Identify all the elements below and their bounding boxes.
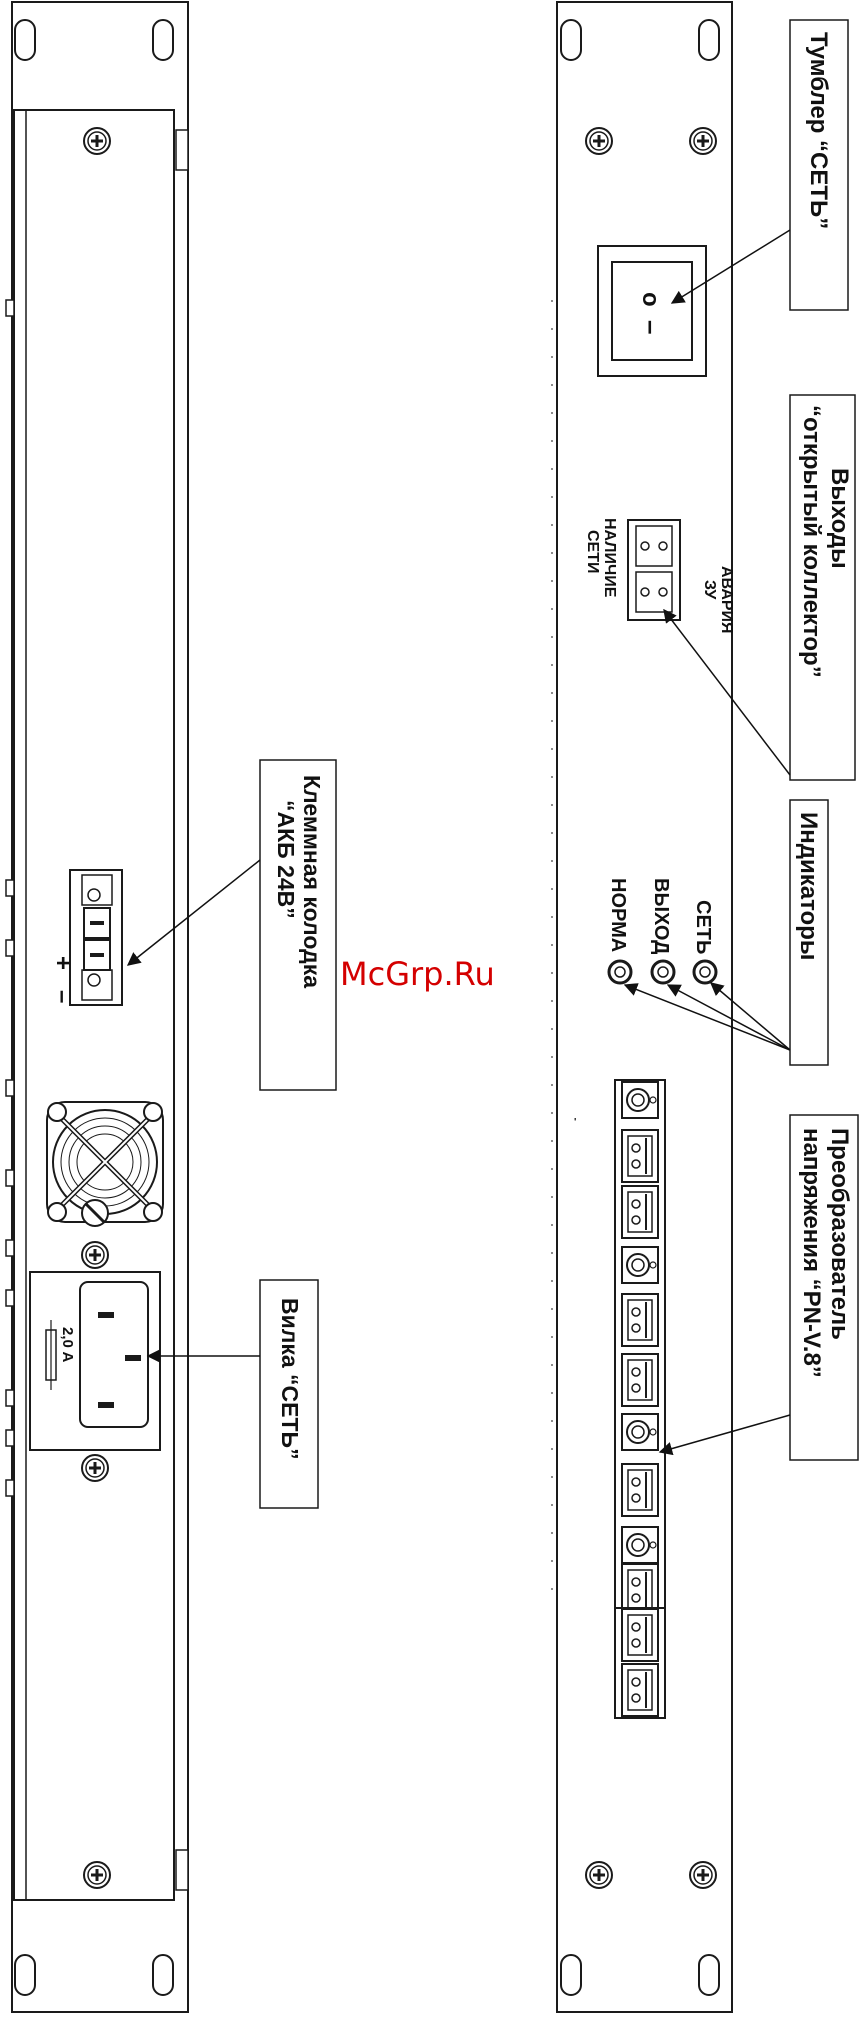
fuse-label: 2,0 A: [59, 1327, 76, 1362]
nalichie-label-line2: СЕТИ: [584, 530, 601, 574]
screw-icon: [690, 128, 716, 154]
mount-slot-icon: [153, 20, 173, 60]
avaria-label-line2: ЗУ: [701, 580, 718, 600]
nalichie-label-line1: НАЛИЧИЕ: [601, 518, 618, 598]
led-norma-icon: [609, 961, 631, 983]
converter-terminal-strip-lower: [615, 1608, 665, 1718]
screw-icon: [84, 1862, 110, 1888]
led-set-label: СЕТЬ: [692, 900, 714, 954]
power-inlet: [30, 1272, 160, 1450]
mount-slot-icon: [153, 1955, 173, 1995]
plus-label: +: [49, 956, 76, 970]
switch-on-mark: –: [637, 320, 667, 334]
rear-panel: [6, 2, 188, 2012]
converter-callout-line1: Преобразователь: [826, 1128, 853, 1340]
plug-callout: Вилка “СЕТЬ”: [277, 1298, 303, 1460]
switch-off-mark: o: [637, 292, 664, 307]
power-switch[interactable]: [598, 246, 706, 376]
led-norma-label: НОРМА: [607, 878, 629, 952]
outputs-callout-sub: “открытый коллектор”: [798, 405, 825, 678]
mount-slot-icon: [15, 1955, 35, 1995]
output-connector: [628, 520, 680, 620]
screw-icon: [84, 128, 110, 154]
led-vyhod-label: ВЫХОД: [650, 878, 672, 954]
screw-icon: [82, 1242, 108, 1268]
avaria-label-line1: АВАРИЯ: [718, 566, 735, 634]
battery-terminal-block: [70, 870, 122, 1005]
mount-slot-icon: [561, 1955, 581, 1995]
screw-icon: [586, 128, 612, 154]
toggle-callout: Тумблер “СЕТЬ”: [805, 32, 832, 229]
mount-slot-icon: [699, 20, 719, 60]
minus-label: –: [49, 990, 76, 1003]
converter-callout-line2: напряжения “PN-V.8”: [798, 1128, 825, 1378]
terminal-callout-line1: Клеммная колодка: [299, 775, 325, 988]
indicators-callout: Индикаторы: [795, 812, 822, 960]
screw-icon: [690, 1862, 716, 1888]
ground-screw-icon: [82, 1200, 108, 1226]
mount-slot-icon: [15, 20, 35, 60]
dot-mark: ': [574, 1117, 576, 1128]
screw-icon: [82, 1455, 108, 1481]
mount-slot-icon: [561, 20, 581, 60]
watermark: McGrp.Ru: [340, 955, 495, 993]
terminal-callout-line2: “АКБ 24В”: [273, 800, 299, 919]
outputs-callout-title: Выходы: [826, 468, 853, 569]
mount-slot-icon: [699, 1955, 719, 1995]
converter-terminal-strip: [615, 1080, 665, 1616]
screw-icon: [586, 1862, 612, 1888]
led-vyhod-icon: [652, 961, 674, 983]
led-set-icon: [694, 961, 716, 983]
